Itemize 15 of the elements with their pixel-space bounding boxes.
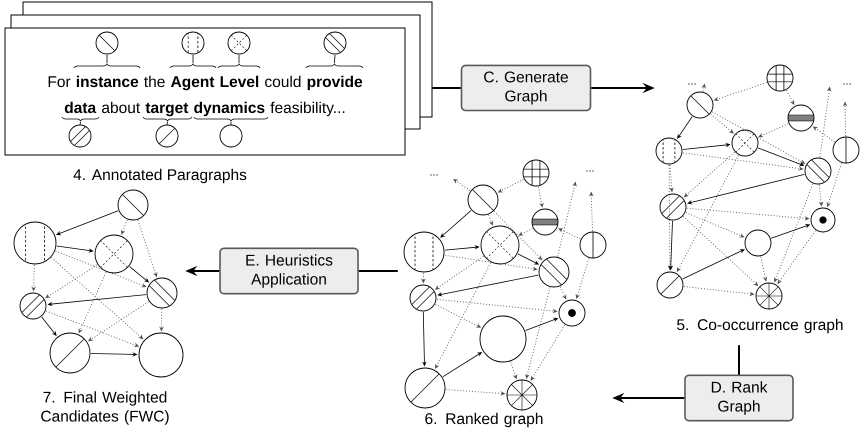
ellipsis-label: ... (430, 174, 438, 176)
graph-drawing (656, 64, 860, 310)
graph-drawing (14, 190, 184, 378)
graph-drawing (404, 160, 606, 410)
node-label: 5. Co-occurrence graph (677, 318, 843, 334)
paper-stack: For instance the Agent Level could provide data about target dynamics feasibility... (4, 2, 432, 156)
process-box: E. Heuristics Application (219, 247, 359, 295)
ellipsis-label: ... (586, 170, 594, 172)
node-label: 6. Ranked graph (425, 412, 542, 428)
node-label: 4. Annotated Paragraphs (73, 168, 246, 184)
process-box: C. Generate Graph (460, 64, 592, 112)
node-label: 7. Final Weighted Candidates (FWC) (41, 391, 169, 425)
ellipsis-label: ... (843, 83, 851, 85)
ellipsis-label: ... (688, 83, 696, 85)
process-box: D. Rank Graph (684, 374, 794, 422)
